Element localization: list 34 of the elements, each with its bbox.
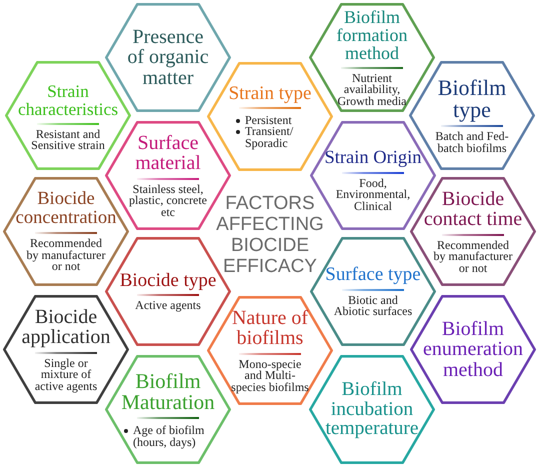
- body-text: Active agents: [135, 300, 201, 312]
- body-text: Stainless steel, plastic, concrete etc: [128, 184, 208, 218]
- hexagon-node: [309, 355, 435, 464]
- body-text: Recommended by manufacturer or not: [26, 238, 106, 273]
- heading-text: Strain Origin: [324, 148, 422, 168]
- heading-text: Surface type: [325, 265, 421, 285]
- body-text: Mono-specie and Multi-species biofilms: [230, 358, 310, 394]
- bullet-text: Age of biofilm (hours, days): [133, 425, 206, 448]
- heading-text: Presence of organic matter: [126, 26, 210, 88]
- heading-text: Biocide application: [20, 306, 112, 348]
- heading-text: Biofilm Maturation: [120, 370, 216, 414]
- body-text: Biotic and Abiotic surfaces: [332, 294, 414, 318]
- heading-text: Biocide concentration: [14, 190, 118, 228]
- bullet-text: Persistent: [245, 114, 292, 126]
- title-text: FACTORS AFFECTING BIOCIDE EFFICACY: [216, 193, 325, 277]
- hexagon-node: [105, 355, 231, 464]
- hexagon-node: [309, 3, 435, 112]
- heading-text: Biofilm type: [436, 76, 508, 122]
- heading-text: Biofilm incubation temperature: [324, 380, 420, 440]
- bullet-text: Transient/ Sporadic: [245, 126, 294, 150]
- heading-text: Surface material: [134, 132, 202, 174]
- heading-text: Biocide type: [120, 271, 216, 290]
- heading-text: Biofilm enumeration method: [422, 318, 524, 380]
- body-text: Food, Environmental, Clinical: [334, 178, 412, 212]
- heading-text: Nature of biofilms: [230, 308, 310, 349]
- body-text: Recommended by manufacturer or not: [432, 240, 514, 274]
- body-text: Nutrient availability, Growth media: [336, 72, 408, 108]
- heading-text: Biocide contact time: [422, 188, 524, 230]
- body-text: Batch and Fed-batch biofilms: [434, 131, 510, 154]
- heading-text: Strain characteristics: [16, 83, 120, 119]
- body-text: Single or mixture of active agents: [34, 358, 98, 392]
- heading-text: Biofilm formation method: [336, 8, 408, 63]
- heading-text: Strain type: [228, 84, 312, 103]
- body-text: Resistant and Sensitive strain: [30, 128, 106, 152]
